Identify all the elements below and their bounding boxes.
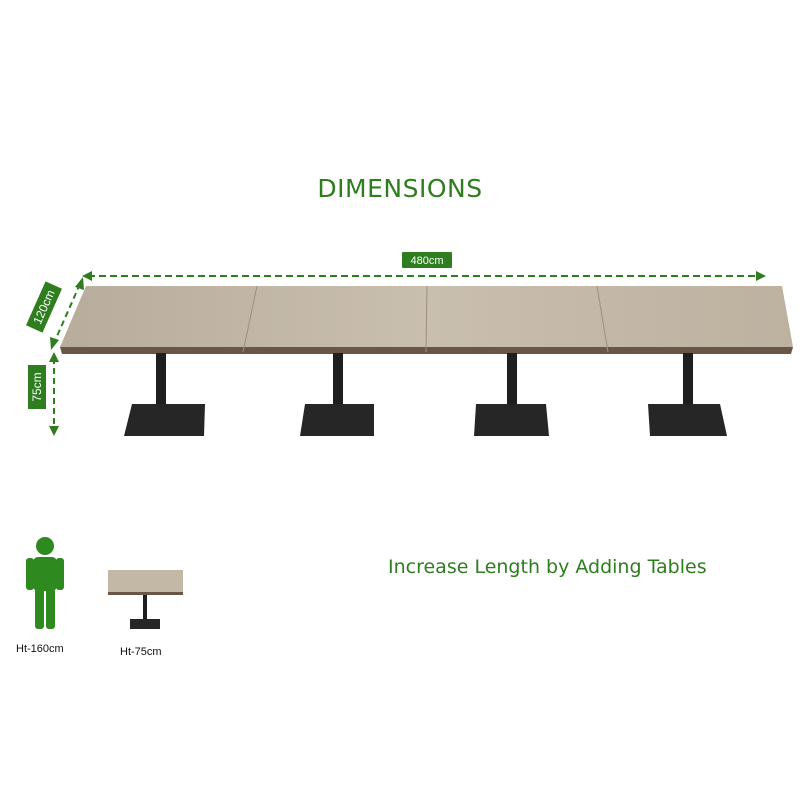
height-label: 75cm bbox=[30, 372, 44, 401]
page-title: DIMENSIONS bbox=[317, 174, 483, 203]
table-height-caption: Ht-75cm bbox=[120, 646, 162, 658]
height-dimension: 75cm bbox=[28, 352, 59, 436]
table-joint bbox=[425, 285, 428, 353]
table-leg bbox=[474, 353, 549, 436]
arrow-head-icon bbox=[50, 337, 59, 350]
single-table-thumbnail bbox=[108, 570, 183, 629]
arrow-head-icon bbox=[75, 277, 84, 290]
arrow-head-icon bbox=[49, 352, 59, 362]
table-leg bbox=[124, 353, 205, 436]
table-leg bbox=[300, 353, 374, 436]
person-height-caption: Ht-160cm bbox=[16, 643, 64, 655]
arrow-head-icon bbox=[82, 271, 92, 281]
tagline: Increase Length by Adding Tables bbox=[388, 556, 707, 578]
table-leg bbox=[648, 353, 727, 436]
table-joint bbox=[596, 285, 609, 353]
arrow-head-icon bbox=[49, 426, 59, 436]
table-joint bbox=[242, 285, 258, 353]
person-icon bbox=[26, 537, 64, 629]
long-table bbox=[60, 285, 793, 436]
length-dimension: 480cm bbox=[82, 252, 766, 281]
arrow-head-icon bbox=[756, 271, 766, 281]
length-label: 480cm bbox=[410, 255, 443, 267]
